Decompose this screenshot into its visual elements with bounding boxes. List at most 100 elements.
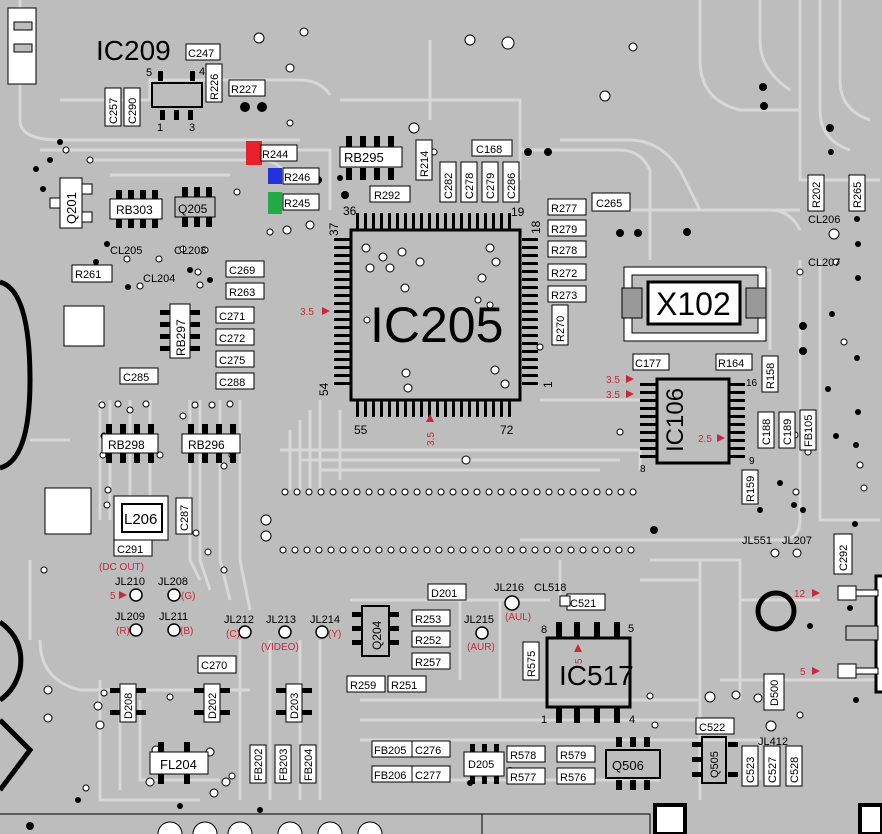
- ic517-meas-top: 5: [574, 658, 585, 664]
- ic106-meas-out: 2.5: [698, 434, 712, 445]
- ic517-pin8: 8: [541, 624, 547, 636]
- q205-label: Q205: [178, 202, 208, 216]
- jl215-label: JL215: [464, 614, 494, 626]
- c270-label: C270: [201, 660, 227, 672]
- c188-label: C188: [761, 419, 773, 445]
- jumper-lands: JL210 JL208 JL209 JL211 JL212 JL213 JL21…: [99, 535, 812, 748]
- marker-green: [268, 192, 282, 214]
- ic205-pin36: 36: [343, 204, 357, 218]
- c177-label: C177: [635, 358, 661, 370]
- jl216-label: JL216: [494, 582, 524, 594]
- ic205-body: [349, 228, 522, 402]
- q201-label: Q201: [64, 192, 79, 224]
- rb296-label: RB296: [188, 438, 225, 452]
- ic517: IC517 8 5 1 4 5: [541, 622, 635, 726]
- voltage-right-bottom: 5: [800, 667, 806, 678]
- rb298: RB298: [101, 424, 159, 463]
- signal-video: (VIDEO): [261, 642, 299, 653]
- ic517-pin1: 1: [541, 714, 547, 726]
- ic205-pin55: 55: [354, 423, 368, 437]
- bottom-connectors: [157, 803, 882, 834]
- ic517-pin5: 5: [628, 623, 634, 635]
- ic205-pin37: 37: [327, 222, 341, 236]
- horizontal-parts: C247 R227 R244 R246 R245 R292 C168 C265 …: [71, 43, 753, 785]
- cl207-label: CL207: [808, 257, 840, 269]
- d203-label: D203: [289, 693, 301, 719]
- r251-label: R251: [391, 680, 417, 692]
- r214-label: R214: [419, 151, 431, 177]
- jl208-label: JL208: [158, 576, 188, 588]
- r253-label: R253: [415, 614, 441, 626]
- c523-label: C523: [745, 757, 757, 783]
- ic209-pin1: 1: [157, 122, 163, 134]
- inductor-fl204: FL204: [149, 742, 209, 784]
- c269-label: C269: [229, 265, 255, 277]
- jl412-label: JL412: [758, 736, 788, 748]
- voltage-right-top: 12: [794, 589, 806, 600]
- c292-label: C292: [838, 545, 850, 571]
- r270-label: R270: [555, 316, 567, 342]
- c522-label: C522: [699, 722, 725, 734]
- c279-label: C279: [485, 173, 497, 199]
- fb205-label: FB205: [374, 745, 406, 757]
- r575-label: R575: [526, 651, 538, 677]
- ic517-body: [545, 636, 632, 709]
- c189-label: C189: [782, 419, 794, 445]
- r227-label: R227: [231, 84, 257, 96]
- rb297-label: RB297: [174, 319, 188, 356]
- d201-label: D201: [431, 588, 457, 600]
- inductor-l206: L206: [113, 495, 169, 541]
- marker-red: [246, 141, 262, 165]
- rb295: RB295: [339, 136, 403, 180]
- cl205-label: CL205: [110, 245, 142, 257]
- c272-label: C272: [219, 333, 245, 345]
- fb202-label: FB202: [253, 749, 265, 781]
- c527-label: C527: [767, 757, 779, 783]
- ic517-pin4: 4: [629, 714, 635, 726]
- ic209-label: IC209: [96, 35, 171, 66]
- vertical-parts: C257 C290 R226 R214 C282 C278 C279 C286 …: [104, 63, 866, 787]
- cl518-label: CL518: [534, 582, 566, 594]
- c290-label: C290: [127, 98, 139, 124]
- r226-label: R226: [209, 74, 221, 100]
- ic205-pin54: 54: [317, 382, 331, 396]
- ic106-body: [655, 377, 731, 465]
- c286-label: C286: [506, 173, 518, 199]
- rb297: RB297: [160, 303, 200, 359]
- jl207-label: JL207: [782, 535, 812, 547]
- d500-label: D500: [769, 680, 781, 706]
- c521-label: C521: [570, 598, 596, 610]
- jl210-label: JL210: [115, 576, 145, 588]
- jl211-label: JL211: [159, 611, 188, 623]
- r577-label: R577: [510, 772, 536, 784]
- signal-dc-out: (DC OUT): [99, 562, 144, 573]
- cl203-label: CL203: [174, 245, 206, 257]
- ic209-pin3: 3: [189, 122, 195, 134]
- jl551-label: JL551: [742, 535, 772, 547]
- ic205-pins-top: [356, 213, 511, 229]
- r202-label: R202: [811, 182, 823, 208]
- transistor-q506: Q506: [605, 737, 661, 790]
- ic205-pin72: 72: [500, 423, 514, 437]
- bottom-edge: [0, 813, 651, 834]
- jl209-label: JL209: [115, 611, 145, 623]
- r158-label: R158: [765, 363, 777, 389]
- fb204-label: FB204: [303, 749, 315, 781]
- r576-label: R576: [560, 772, 586, 784]
- jl213-label: JL213: [266, 614, 296, 626]
- signal-y: (Y): [328, 629, 341, 640]
- ic205-pin19: 19: [511, 205, 525, 219]
- r159-label: R159: [745, 476, 757, 502]
- c275-label: C275: [219, 355, 245, 367]
- c282-label: C282: [443, 173, 455, 199]
- transistor-q505: Q505: [692, 736, 738, 784]
- ic106-pin8: 8: [640, 464, 646, 475]
- x102-label: X102: [656, 286, 731, 322]
- jl214-label: JL214: [310, 614, 340, 626]
- ic205-pins-right: [522, 238, 538, 385]
- r277-label: R277: [551, 203, 577, 215]
- r278-label: R278: [551, 245, 577, 257]
- rb296: RB296: [181, 424, 241, 463]
- ic106-pin9: 9: [749, 456, 755, 467]
- r259-label: R259: [350, 680, 376, 692]
